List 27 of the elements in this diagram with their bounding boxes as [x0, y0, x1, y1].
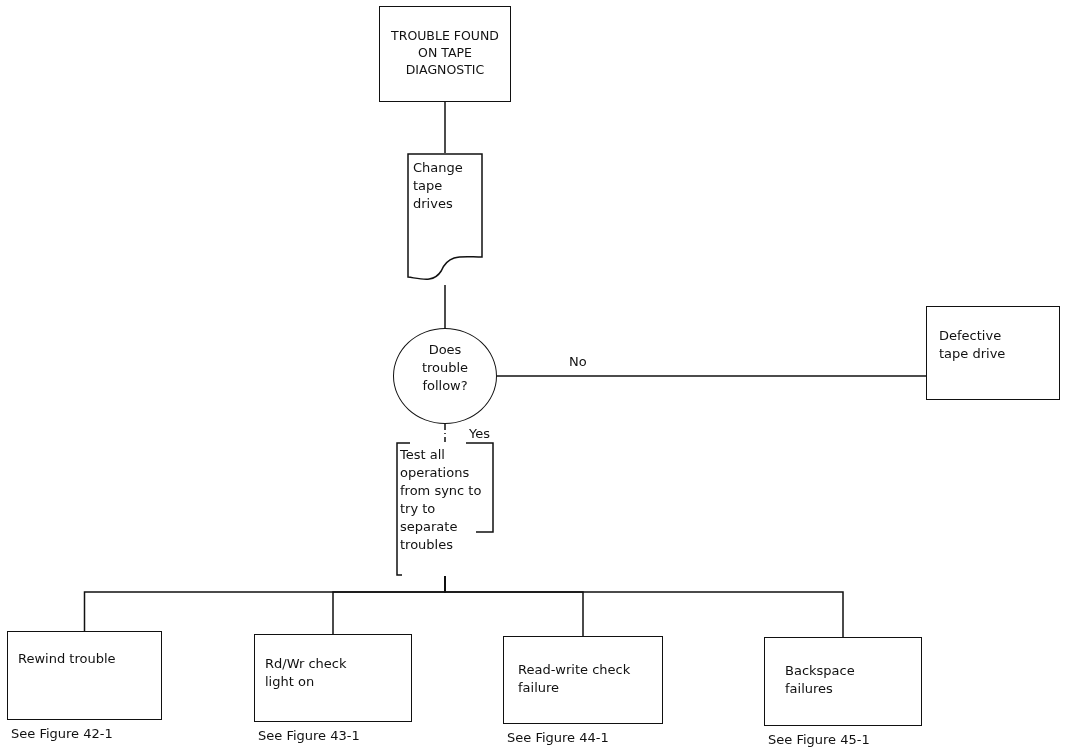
figure-reference: See Figure 43-1 [258, 728, 360, 743]
figure-reference: See Figure 44-1 [507, 730, 609, 745]
connector-line [444, 423, 446, 443]
connector-line [444, 284, 446, 329]
edge-label: Yes [467, 426, 492, 441]
node-text: Does trouble follow? [420, 341, 470, 395]
node-text: Test all operations from sync to try to separate troubles [400, 446, 483, 554]
bracket-box [396, 442, 494, 576]
process-box [7, 631, 162, 720]
process-box [503, 636, 663, 724]
figure-reference: See Figure 45-1 [768, 732, 870, 747]
node-text: Read-write check failure [518, 661, 632, 697]
figure-reference: See Figure 42-1 [11, 726, 113, 741]
connector-line [444, 101, 446, 154]
node-text: Defective tape drive [939, 327, 1007, 363]
connector-line [496, 375, 927, 377]
node-text: Change tape drives [413, 159, 464, 213]
process-box [926, 306, 1060, 400]
process-box [254, 634, 412, 722]
start-box [379, 6, 511, 102]
edge-label: No [567, 354, 589, 369]
node-text: Rewind trouble [18, 650, 117, 668]
node-text: Backspace failures [785, 662, 856, 698]
process-box [764, 637, 922, 726]
connector-line [444, 575, 844, 638]
node-text: Rd/Wr check light on [265, 655, 348, 691]
node-text: TROUBLE FOUND ON TAPE DIAGNOSTIC [390, 27, 500, 78]
